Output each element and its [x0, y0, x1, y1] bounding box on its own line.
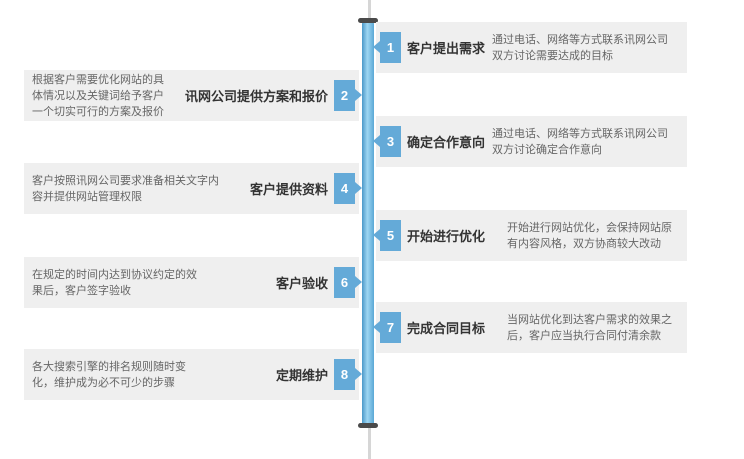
step-number-badge: 3 — [373, 126, 401, 157]
step-title: 定期维护 — [275, 369, 328, 384]
step-description: 通过电话、网络等方式联系讯网公司双方讨论需要达成的目标 — [492, 32, 668, 62]
step-number-badge: 4 — [334, 173, 362, 204]
timeline-top-cap — [358, 18, 378, 23]
step-title: 确定合作意向 — [407, 136, 486, 151]
step-description: 各大搜索引擎的排名规则随时变化，维护成为必不可少的步骤 — [32, 359, 186, 389]
step-number-badge: 7 — [373, 312, 401, 343]
step-card-2: 根据客户需要优化网站的具体情况以及关键词给予客户一个切实可行的方案及报价 讯网公… — [24, 70, 362, 121]
timeline-bottom-cap — [358, 423, 378, 428]
step-description: 开始进行网站优化，会保持网站原有内容风格，双方协商较大改动 — [507, 220, 672, 250]
step-description: 客户按照讯网公司要求准备相关文字内容并提供网站管理权限 — [32, 173, 219, 203]
step-description: 在规定的时间内达到协议约定的效果后，客户签字验收 — [32, 267, 197, 297]
step-title: 完成合同目标 — [407, 322, 486, 337]
step-card-5: 5 开始进行优化 开始进行网站优化，会保持网站原有内容风格，双方协商较大改动 — [373, 210, 687, 261]
step-number-badge: 2 — [334, 80, 362, 111]
step-card-1: 1 客户提出需求 通过电话、网络等方式联系讯网公司双方讨论需要达成的目标 — [373, 22, 687, 73]
step-title: 客户提供资料 — [249, 183, 328, 198]
step-card-6: 在规定的时间内达到协议约定的效果后，客户签字验收 客户验收 6 — [24, 257, 362, 308]
step-description: 当网站优化到达客户需求的效果之后，客户应当执行合同付清余款 — [507, 312, 672, 342]
step-number-badge: 6 — [334, 267, 362, 298]
step-number-badge: 1 — [373, 32, 401, 63]
step-number-badge: 5 — [373, 220, 401, 251]
step-description: 通过电话、网络等方式联系讯网公司双方讨论确定合作意向 — [492, 126, 668, 156]
step-card-8: 各大搜索引擎的排名规则随时变化，维护成为必不可少的步骤 定期维护 8 — [24, 349, 362, 400]
step-card-4: 客户按照讯网公司要求准备相关文字内容并提供网站管理权限 客户提供资料 4 — [24, 163, 362, 214]
step-title: 客户验收 — [275, 277, 328, 292]
step-title: 讯网公司提供方案和报价 — [184, 90, 328, 105]
step-description: 根据客户需要优化网站的具体情况以及关键词给予客户一个切实可行的方案及报价 — [32, 72, 164, 118]
step-title: 开始进行优化 — [407, 230, 486, 245]
step-title: 客户提出需求 — [407, 42, 486, 57]
timeline-bar — [362, 22, 374, 426]
step-card-7: 7 完成合同目标 当网站优化到达客户需求的效果之后，客户应当执行合同付清余款 — [373, 302, 687, 353]
step-number-badge: 8 — [334, 359, 362, 390]
step-card-3: 3 确定合作意向 通过电话、网络等方式联系讯网公司双方讨论确定合作意向 — [373, 116, 687, 167]
